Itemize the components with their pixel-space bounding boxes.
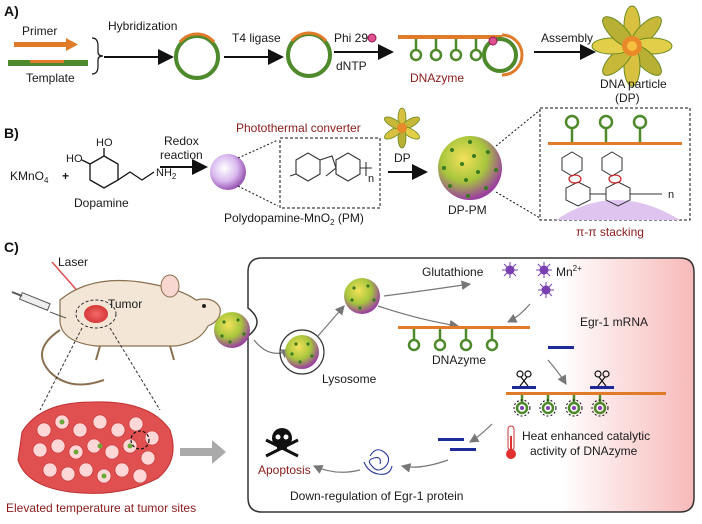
zoom-line-bottom	[237, 185, 279, 207]
mrna-fragment-2	[438, 438, 464, 441]
panel-c-label: C)	[4, 239, 19, 255]
dp-pm-particle	[438, 136, 502, 200]
dp-pm-label: DP-PM	[448, 203, 487, 217]
polymerase-icon	[367, 33, 377, 43]
protein-icon	[363, 449, 393, 475]
dopamine-label: Dopamine	[74, 196, 129, 210]
dna-particle-label: DNA particle	[600, 77, 667, 91]
zoom-line-tumor-left	[39, 327, 83, 411]
step-phi29: Phi 29	[334, 31, 368, 45]
step-t4-ligase: T4 ligase	[232, 31, 281, 45]
skull-crossbones-icon	[265, 428, 299, 458]
mouse-illustration	[41, 274, 221, 386]
dnazyme-loops-a	[409, 39, 483, 62]
lysosome	[279, 329, 325, 375]
apoptosis-label: Apoptosis	[258, 463, 311, 477]
mn-label: Mn2+	[556, 264, 582, 279]
dnazyme-label-c: DNAzyme	[432, 353, 486, 367]
template-strand	[8, 60, 88, 66]
scissors-icon	[516, 370, 610, 387]
arrow-lysosome-escape	[317, 305, 345, 337]
zoom-line-top	[237, 139, 279, 159]
plus-sign: +	[62, 169, 69, 183]
step-dntp: dNTP	[336, 59, 367, 73]
ho-label-top: HO	[96, 137, 113, 149]
mrna-fragment-1	[548, 346, 574, 349]
mn-ion-icons	[502, 262, 554, 298]
glutathione-label: Glutathione	[422, 265, 484, 279]
circular-template-2	[286, 31, 332, 78]
down-regulation-label: Down-regulation of Egr-1 protein	[290, 489, 463, 503]
thermometer-icon	[506, 425, 516, 459]
cell-membrane	[247, 257, 695, 513]
elevated-temperature-label: Elevated temperature at tumor sites	[6, 501, 196, 515]
arrow-mn-cofactor	[506, 303, 531, 323]
panel-b-label: B)	[4, 125, 19, 141]
kmno4-label: KMnO4	[10, 169, 49, 185]
tumor-label: Tumor	[108, 297, 142, 311]
template-label: Template	[26, 71, 75, 85]
dna-particle-abbrev: (DP)	[615, 91, 640, 105]
brace-icon	[91, 37, 104, 75]
tumor-spot	[84, 305, 108, 323]
mrna-fragment-3	[450, 448, 476, 451]
dp-step-label: DP	[394, 151, 411, 165]
tumor-tissue	[17, 401, 174, 494]
photothermal-label: Photothermal converter	[236, 121, 361, 135]
rca-product	[398, 33, 524, 77]
dnazyme-strand-c	[398, 326, 530, 352]
laser-label: Laser	[58, 255, 88, 269]
arrow-cleaved-products	[468, 423, 493, 443]
ho-label-left: HO	[66, 153, 83, 165]
redox-label-1: Redox	[164, 134, 199, 148]
dnazyme-loops-b	[548, 114, 682, 145]
pm-particle-icon	[210, 154, 246, 190]
stacking-label: π-π stacking	[576, 225, 644, 239]
step-assembly: Assembly	[541, 31, 593, 45]
dp-small-flower	[384, 107, 420, 149]
egr-mrna-label: Egr-1 mRNA	[580, 315, 648, 329]
zoom-line-tumor-right	[109, 327, 161, 411]
redox-label-2: reaction	[160, 148, 203, 162]
lysosome-label: Lysosome	[322, 372, 377, 386]
dnazyme-label-a: DNAzyme	[410, 71, 464, 85]
released-particle	[344, 278, 380, 314]
panel-a-label: A)	[4, 3, 19, 19]
pm-label: Polydopamine-MnO2 (PM)	[224, 211, 364, 227]
heat-enhanced-line2: activity of DNAzyme	[530, 444, 638, 458]
polydopamine-structure	[289, 152, 372, 182]
syringe-icon	[11, 291, 67, 319]
cleavage-complex	[506, 386, 666, 417]
stack-n-label: n	[668, 189, 674, 201]
zoom-line-dp-bottom	[495, 191, 541, 219]
arrow-dnazyme-release	[377, 305, 460, 330]
nh2-label: NH2	[156, 167, 177, 181]
dopamine-structure	[81, 148, 155, 189]
heat-enhanced-line1: Heat enhanced catalytic	[522, 429, 650, 443]
stacked-rings	[561, 151, 662, 207]
polymer-n-label: n	[368, 173, 374, 185]
zoom-line-dp-top	[495, 109, 541, 147]
arrow-mrna-binding	[547, 359, 567, 386]
arrow-apoptosis	[312, 465, 361, 474]
zoom-arrow	[180, 440, 226, 464]
primer-arrow	[14, 38, 78, 51]
stacking-interaction-markers	[568, 174, 622, 184]
circular-template-1	[174, 32, 220, 80]
dna-particle-flower	[591, 5, 673, 87]
pm-surface	[556, 200, 680, 220]
tumor-zoom-circle	[75, 299, 117, 329]
primer-label: Primer	[22, 24, 57, 38]
arrow-protein	[400, 459, 449, 473]
polydopamine-zoom-box	[279, 137, 381, 209]
step-hybridization: Hybridization	[108, 19, 177, 33]
arrow-glutathione	[383, 280, 472, 297]
dp-pm-entering	[214, 312, 250, 348]
